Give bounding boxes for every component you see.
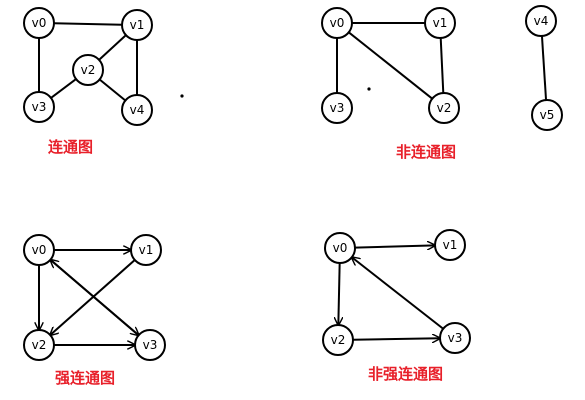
node-non-connected-v4: v4 xyxy=(525,5,557,37)
node-non-connected-v2: v2 xyxy=(428,92,460,124)
node-label: v0 xyxy=(330,16,345,30)
node-label: v1 xyxy=(130,18,145,32)
node-circle xyxy=(324,232,356,264)
node-label: v4 xyxy=(534,14,549,28)
node-non-strongly-connected-v2: v2 xyxy=(322,324,354,356)
node-connected-v3: v3 xyxy=(23,91,55,123)
node-circle xyxy=(434,229,466,261)
node-label: v0 xyxy=(32,16,47,30)
node-label: v2 xyxy=(81,63,96,77)
node-circle xyxy=(428,92,460,124)
caption-strongly-connected: 强连通图 xyxy=(55,369,115,387)
node-circle xyxy=(321,92,353,124)
node-non-strongly-connected-v1: v1 xyxy=(434,229,466,261)
node-circle xyxy=(23,234,55,266)
node-label: v1 xyxy=(443,238,458,252)
edge-connected-v2-v4 xyxy=(98,78,127,102)
node-circle xyxy=(23,7,55,39)
edge-non-connected-v4-v5 xyxy=(540,35,548,101)
edges-layer xyxy=(39,22,548,345)
node-label: v1 xyxy=(433,16,448,30)
stray-dot xyxy=(367,87,371,91)
node-non-connected-v3: v3 xyxy=(321,92,353,124)
node-non-strongly-connected-v0: v0 xyxy=(324,232,356,264)
edge-non-strongly-connected-v2-v3 xyxy=(352,338,440,339)
edge-non-strongly-connected-v3-v0 xyxy=(352,257,444,330)
node-connected-v4: v4 xyxy=(121,94,153,126)
node-label: v5 xyxy=(540,108,555,122)
node-non-connected-v5: v5 xyxy=(531,99,563,131)
node-circle xyxy=(23,91,55,123)
edge-connected-v0-v1 xyxy=(53,22,123,26)
node-label: v0 xyxy=(333,241,348,255)
edge-strongly-connected-v3-v0 xyxy=(50,260,140,337)
node-non-connected-v0: v0 xyxy=(321,7,353,39)
edge-non-connected-v1-v2 xyxy=(439,37,445,94)
node-label: v2 xyxy=(437,101,452,115)
node-label: v4 xyxy=(130,103,145,117)
edge-connected-v1-v2 xyxy=(98,34,127,61)
node-circle xyxy=(72,54,104,86)
node-non-strongly-connected-v3: v3 xyxy=(439,322,471,354)
node-circle xyxy=(424,7,456,39)
edge-non-strongly-connected-v0-v2 xyxy=(338,262,339,325)
node-strongly-connected-v0: v0 xyxy=(23,234,55,266)
node-strongly-connected-v1: v1 xyxy=(130,234,162,266)
edge-non-strongly-connected-v0-v1 xyxy=(354,245,435,247)
node-label: v3 xyxy=(143,338,158,352)
node-label: v3 xyxy=(330,101,345,115)
node-circle xyxy=(23,329,55,361)
node-circle xyxy=(322,324,354,356)
edge-non-connected-v0-v2 xyxy=(348,31,433,100)
node-label: v0 xyxy=(32,243,47,257)
caption-non-connected: 非连通图 xyxy=(396,143,456,161)
node-strongly-connected-v3: v3 xyxy=(134,329,166,361)
caption-connected: 连通图 xyxy=(48,138,93,156)
node-circle xyxy=(531,99,563,131)
node-circle xyxy=(130,234,162,266)
nodes-layer: v0 v1 v2 v3 v4 v0 v1 v2 v3 v4 v5 v0 v1 v2 v3 v0 v1 v2 v3 xyxy=(23,5,563,361)
node-label: v3 xyxy=(32,100,47,114)
node-connected-v2: v2 xyxy=(72,54,104,86)
edge-strongly-connected-v1-v2 xyxy=(50,259,136,335)
node-circle xyxy=(439,322,471,354)
node-label: v1 xyxy=(139,243,154,257)
caption-non-strongly-connected: 非强连通图 xyxy=(368,365,443,383)
node-strongly-connected-v2: v2 xyxy=(23,329,55,361)
node-label: v3 xyxy=(448,331,463,345)
node-circle xyxy=(321,7,353,39)
node-connected-v1: v1 xyxy=(121,9,153,41)
node-circle xyxy=(134,329,166,361)
stray-dot xyxy=(180,94,184,98)
node-connected-v0: v0 xyxy=(23,7,55,39)
node-circle xyxy=(525,5,557,37)
edge-connected-v2-v3 xyxy=(50,78,77,99)
node-label: v2 xyxy=(331,333,346,347)
node-circle xyxy=(121,9,153,41)
node-label: v2 xyxy=(32,338,47,352)
node-circle xyxy=(121,94,153,126)
node-non-connected-v1: v1 xyxy=(424,7,456,39)
